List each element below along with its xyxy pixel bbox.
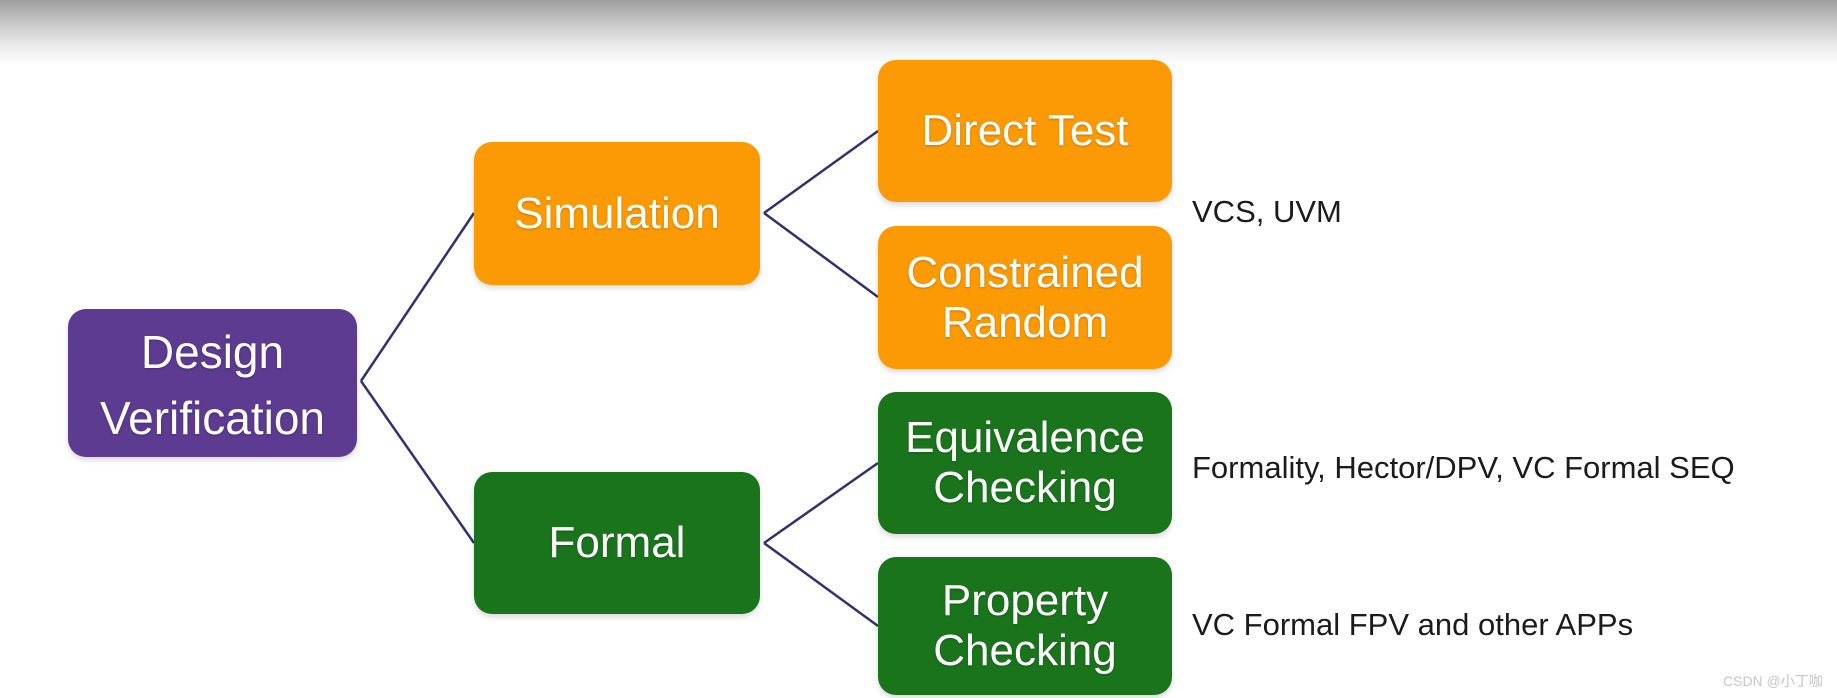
node-constrained-random: Constrained Random (878, 226, 1172, 369)
node-simulation: Simulation (474, 142, 760, 285)
node-property-checking: Property Checking (878, 557, 1172, 695)
annotation-equivalence-tools: Formality, Hector/DPV, VC Formal SEQ (1192, 450, 1735, 485)
csdn-watermark: CSDN @小丁咖 (1723, 673, 1823, 689)
connector-simulation-to-direct-test (763, 129, 879, 215)
annotation-simulation-tools: VCS, UVM (1192, 194, 1342, 229)
annotation-property-tools: VC Formal FPV and other APPs (1192, 607, 1634, 642)
node-design-verification: Design Verification (68, 309, 357, 457)
connector-formal-to-property-checking (763, 541, 879, 628)
node-equivalence-checking: Equivalence Checking (878, 392, 1172, 534)
node-direct-test: Direct Test (878, 60, 1172, 202)
connector-root-to-simulation (359, 212, 476, 382)
connector-simulation-to-constrained-random (763, 211, 879, 299)
connector-root-to-formal (359, 380, 476, 544)
connector-formal-to-equivalence-checking (763, 461, 879, 545)
node-formal: Formal (474, 472, 760, 614)
